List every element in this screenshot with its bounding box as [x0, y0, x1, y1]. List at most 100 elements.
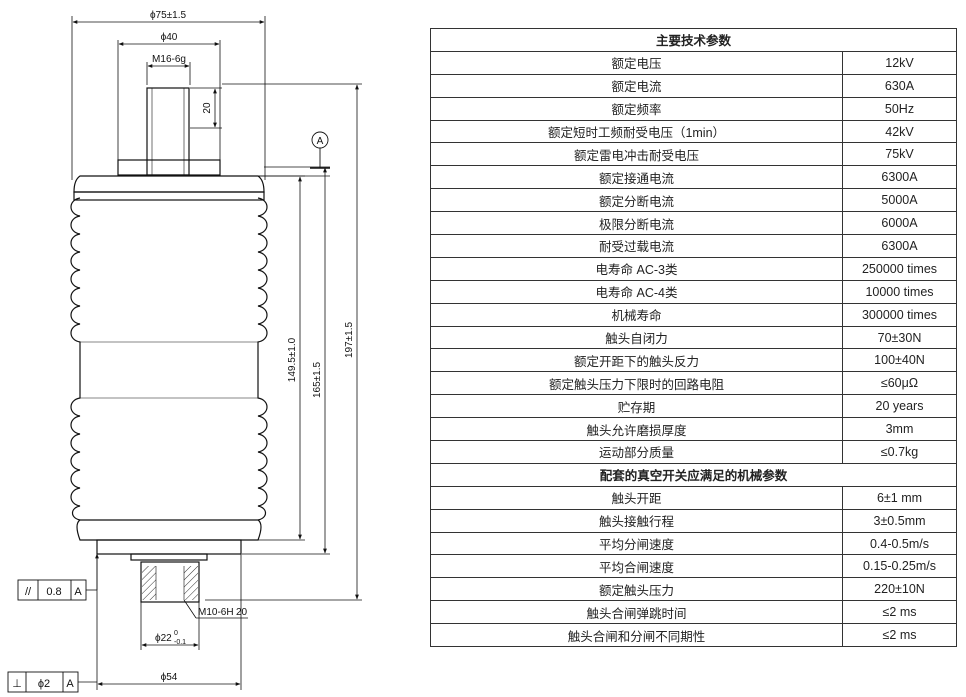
param-value: 6±1 mm	[841, 485, 958, 510]
dim-thread-bottom-label: M10-6H	[198, 607, 234, 618]
param-label: 额定触头压力下限时的回路电阻	[430, 371, 843, 396]
param-value: 0.15-0.25m/s	[841, 554, 958, 579]
param-label: 触头合闸弹跳时间	[430, 600, 843, 625]
param-value: 50Hz	[841, 96, 958, 121]
dim-bottom-bore-tol-lower: -0.1	[174, 639, 186, 646]
param-label: 额定开距下的触头反力	[430, 348, 843, 373]
table-row: 运动部分质量≤0.7kg	[430, 440, 958, 464]
param-value: ≤2 ms	[841, 623, 958, 648]
gdt-parallel-datum: A	[74, 586, 82, 598]
param-label: 触头允许磨损厚度	[430, 417, 843, 442]
param-label: 触头接触行程	[430, 508, 843, 533]
param-label: 额定电流	[430, 73, 843, 98]
param-value: 5000A	[841, 188, 958, 213]
dim-bottom-bore-label: ϕ22	[155, 633, 172, 644]
param-value: 70±30N	[841, 325, 958, 350]
param-value: ≤60μΩ	[841, 371, 958, 396]
gdt-perpendicular-frame: ⊥ ϕ2 A	[7, 671, 97, 693]
ceramic-body	[70, 175, 268, 541]
param-value: 630A	[841, 73, 958, 98]
gdt-perpendicular-value: ϕ2	[38, 678, 50, 690]
param-value: 10000 times	[841, 279, 958, 304]
gdt-parallel-value: 0.8	[46, 586, 61, 598]
param-label: 机械寿命	[430, 302, 843, 327]
datum-a-symbol: A	[220, 131, 330, 177]
dim-bottom-bore-tol-upper: 0	[174, 630, 178, 637]
dim-heights: 149.5±1.0 165±1.5 197±1.5	[205, 83, 362, 601]
param-label: 触头开距	[430, 485, 843, 510]
gdt-perpendicular-symbol: ⊥	[12, 678, 22, 690]
param-label: 平均分闸速度	[430, 531, 843, 556]
table-row: 触头合闸弹跳时间≤2 ms	[430, 600, 958, 625]
param-label: 额定短时工频耐受电压（1min）	[430, 119, 843, 144]
param-label: 触头自闭力	[430, 325, 843, 350]
dim-height-165-label: 165±1.5	[312, 362, 323, 399]
param-value: 250000 times	[841, 256, 958, 281]
gdt-parallel-frame: // 0.8 A	[17, 553, 99, 601]
param-value: 300000 times	[841, 302, 958, 327]
dim-outer-diameter: ϕ75±1.5	[71, 10, 266, 180]
dim-thread-top-label: M16-6g	[152, 54, 186, 65]
datum-a-label: A	[317, 136, 324, 147]
param-label: 触头合闸和分闸不同期性	[430, 623, 843, 648]
dim-thread-top: M16-6g	[146, 54, 191, 85]
dim-thread-depth-label: 20	[202, 102, 213, 114]
dim-thread-bottom-depth-label: 20	[236, 607, 248, 618]
section-header-main: 主要技术参数	[429, 28, 958, 52]
dim-height-197-label: 197±1.5	[344, 322, 355, 359]
param-label: 耐受过载电流	[430, 234, 843, 258]
dim-outer-diameter-label: ϕ75±1.5	[150, 10, 187, 21]
param-label: 额定频率	[430, 96, 843, 121]
param-value: 3±0.5mm	[841, 508, 958, 533]
param-label: 额定电压	[430, 50, 843, 75]
param-label: 运动部分质量	[430, 440, 843, 464]
dim-stud-diameter: ϕ40	[117, 32, 221, 175]
param-value: 12kV	[841, 50, 958, 75]
param-value: 100±40N	[841, 348, 958, 373]
param-value: 6300A	[841, 165, 958, 190]
dim-bottom-diameter-label: ϕ54	[161, 672, 178, 683]
dim-stud-diameter-label: ϕ40	[161, 32, 178, 43]
top-stud	[117, 87, 221, 176]
section-title-main: 主要技术参数	[429, 28, 958, 52]
param-value: ≤2 ms	[841, 600, 958, 625]
section-header-mechanical: 配套的真空开关应满足的机械参数	[429, 462, 958, 487]
dim-bottom-bore: ϕ22 0 -0.1	[140, 602, 200, 650]
dim-height-149-label: 149.5±1.0	[287, 337, 298, 382]
dim-thread-depth: 20	[190, 87, 222, 129]
param-value: 20 years	[841, 394, 958, 419]
table-row: 触头合闸和分闸不同期性≤2 ms	[430, 623, 958, 648]
param-value: 6000A	[841, 211, 958, 236]
gdt-parallel-symbol: //	[25, 586, 32, 598]
param-label: 平均合闸速度	[430, 554, 843, 579]
param-label: 额定接通电流	[430, 165, 843, 190]
param-label: 额定雷电冲击耐受电压	[430, 142, 843, 167]
section-title-mechanical: 配套的真空开关应满足的机械参数	[429, 462, 958, 487]
table-row: 额定触头压力下限时的回路电阻≤60μΩ	[430, 371, 958, 396]
param-value: ≤0.7kg	[841, 440, 958, 464]
gdt-perpendicular-datum: A	[66, 678, 74, 690]
param-value: 3mm	[841, 417, 958, 442]
param-label: 额定触头压力	[430, 577, 843, 602]
table-row: 额定短时工频耐受电压（1min）42kV	[430, 119, 958, 144]
param-label: 极限分断电流	[430, 211, 843, 236]
param-label: 电寿命 AC-3类	[430, 256, 843, 281]
param-value: 6300A	[841, 234, 958, 258]
param-value: 220±10N	[841, 577, 958, 602]
vacuum-interrupter-drawing: ϕ75±1.5 ϕ40 M16-6g 20 A	[7, 10, 362, 693]
param-value: 42kV	[841, 119, 958, 144]
